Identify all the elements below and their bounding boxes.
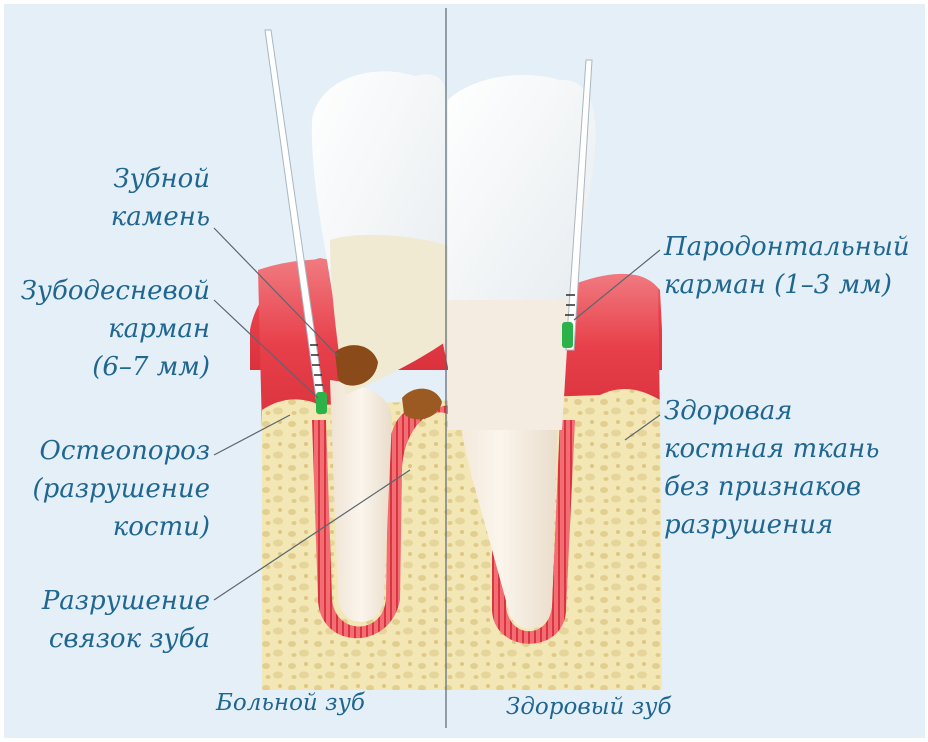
caption-healthy-tooth: Здоровый зуб — [506, 688, 672, 726]
label-healthy-bone-line4: разрушения — [664, 506, 879, 544]
label-healthy-bone-line2: костная ткань — [664, 430, 879, 468]
label-healthy-bone-line3: без признаков — [664, 468, 879, 506]
label-ligament-line1: Разрушение — [42, 582, 210, 620]
label-periodontal-pocket-line1: Пародонтальный — [664, 228, 910, 266]
label-osteoporosis-line2: (разрушение — [33, 470, 210, 508]
label-healthy-bone-line1: Здоровая — [664, 392, 879, 430]
label-gingival-pocket-line3: (6–7 мм) — [21, 348, 210, 386]
label-ligament-destruction: Разрушение связок зуба — [42, 582, 210, 658]
label-ligament-line2: связок зуба — [42, 620, 210, 658]
label-gingival-pocket: Зубодесневой карман (6–7 мм) — [21, 272, 210, 386]
root-left-mesial — [330, 380, 392, 622]
label-calculus-line1: Зубной — [111, 160, 210, 198]
label-osteoporosis: Остеопороз (разрушение кости) — [33, 432, 210, 546]
label-gingival-pocket-line2: карман — [21, 310, 210, 348]
label-osteoporosis-line3: кости) — [33, 508, 210, 546]
label-calculus-line2: камень — [111, 198, 210, 236]
root-right-upper — [448, 300, 570, 430]
label-gingival-pocket-line1: Зубодесневой — [21, 272, 210, 310]
label-periodontal-pocket-line2: карман (1–3 мм) — [664, 266, 910, 304]
caption-sick-tooth: Больной зуб — [216, 684, 365, 722]
label-calculus: Зубной камень — [111, 160, 210, 236]
label-periodontal-pocket: Пародонтальный карман (1–3 мм) — [664, 228, 910, 304]
label-healthy-bone: Здоровая костная ткань без признаков раз… — [664, 392, 879, 544]
label-osteoporosis-line1: Остеопороз — [33, 432, 210, 470]
